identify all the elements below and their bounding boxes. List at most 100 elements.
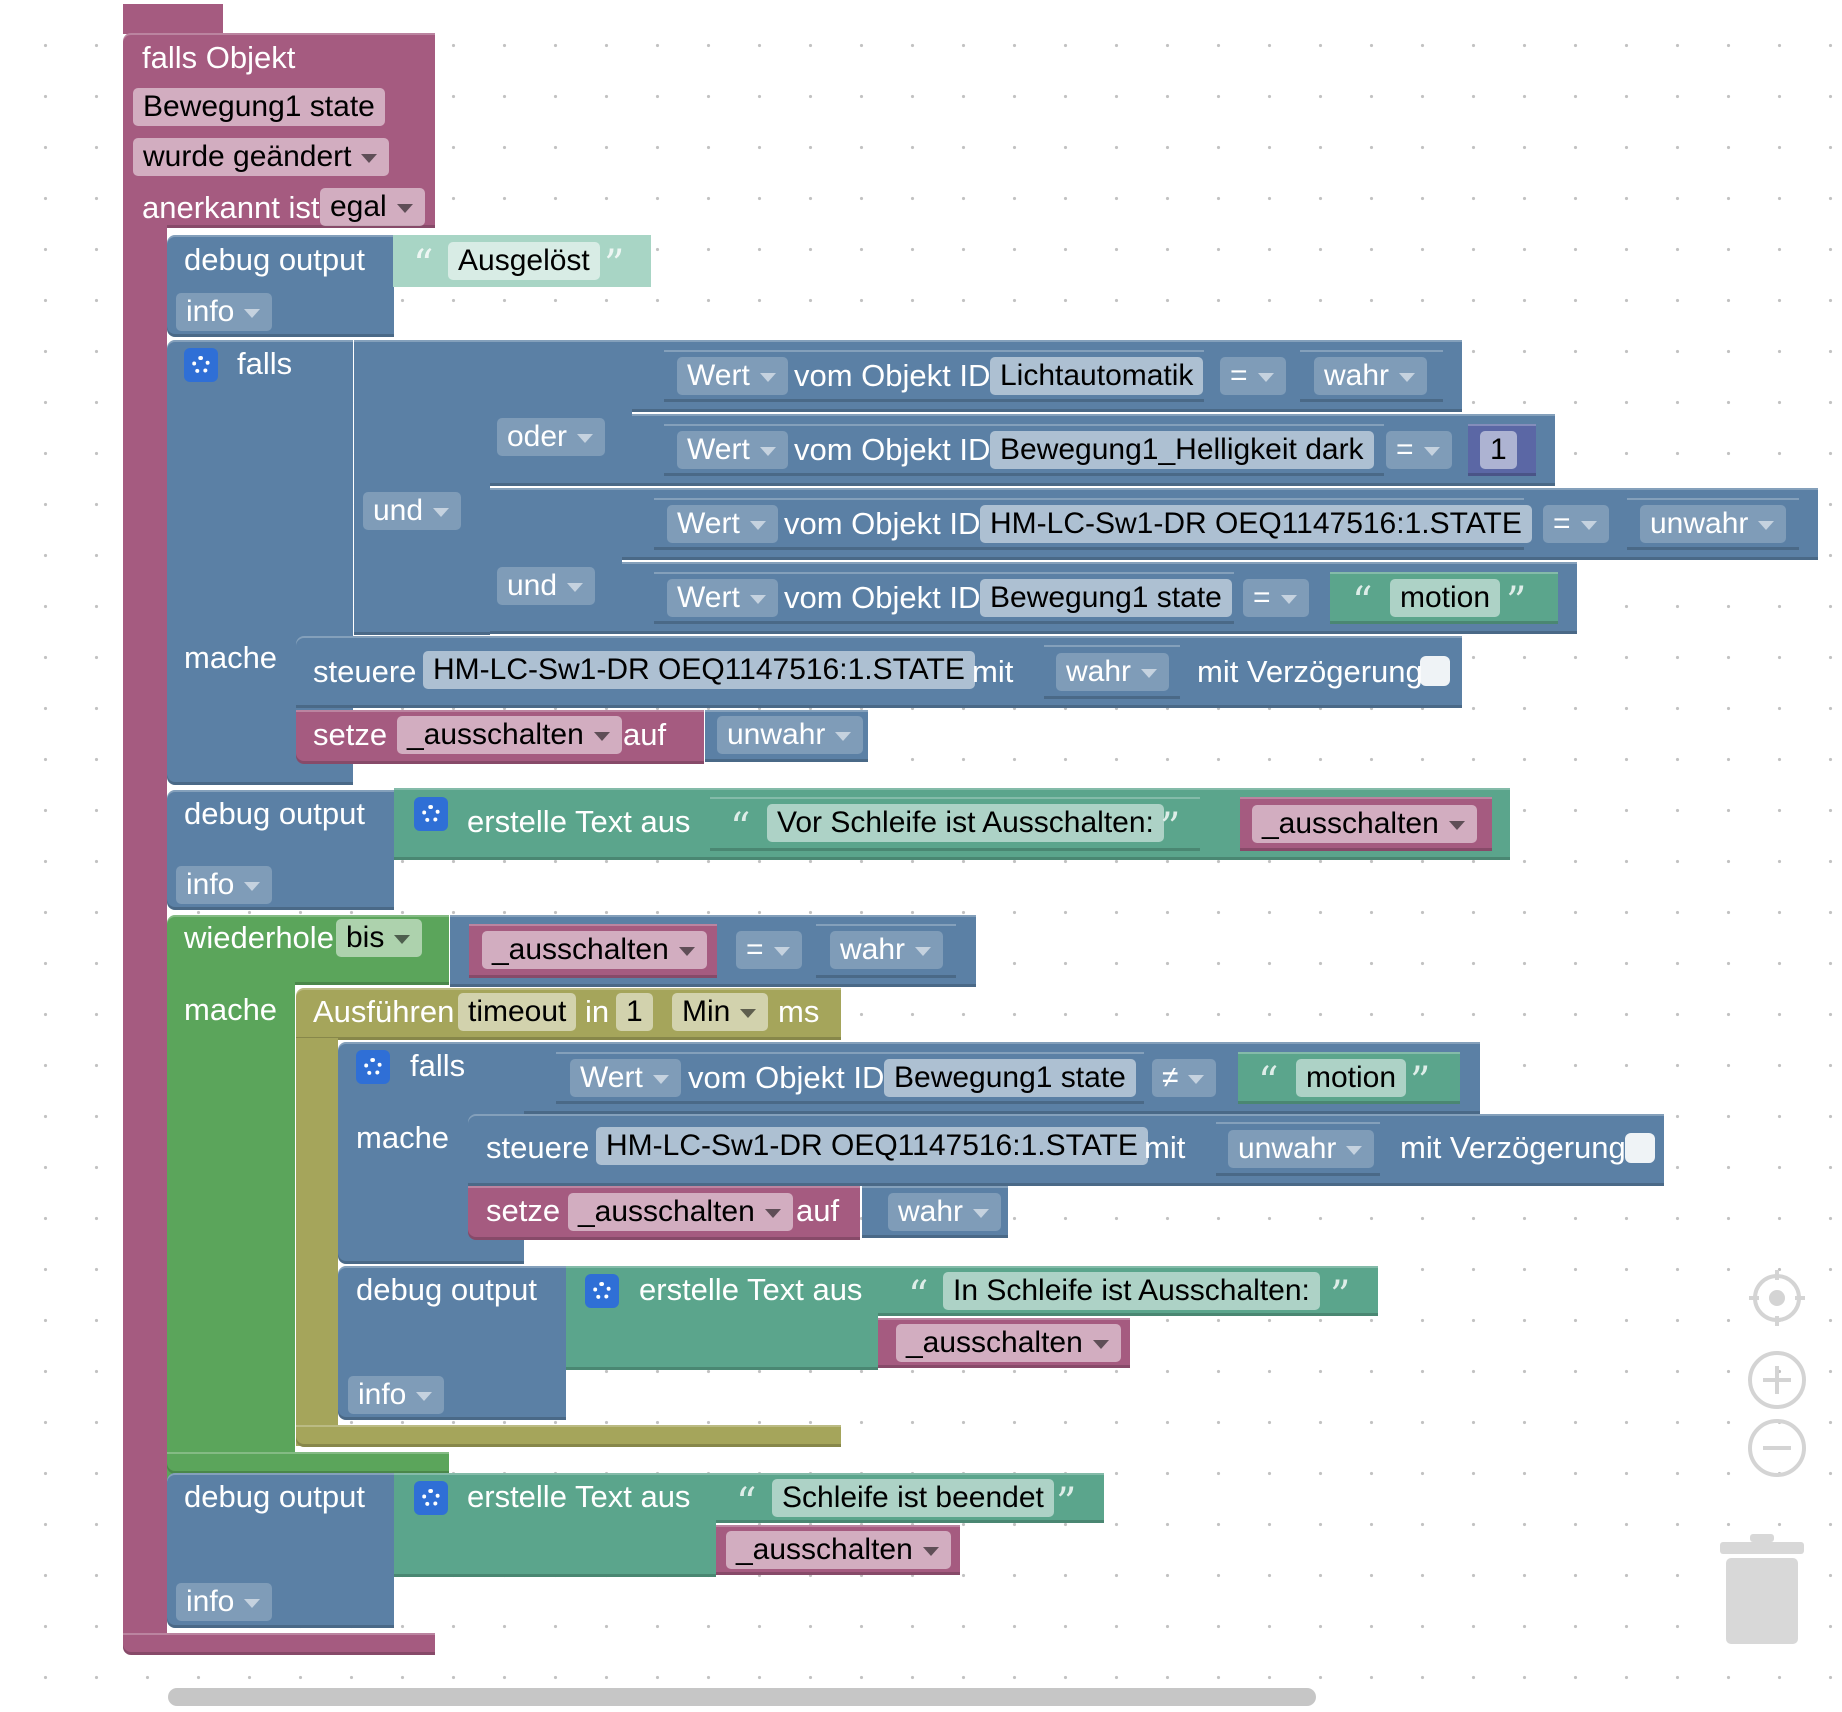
and-block[interactable]: [354, 340, 490, 635]
debug3-label: debug output: [184, 1479, 366, 1514]
event-ack-dropdown[interactable]: egal: [320, 188, 425, 226]
loop-debug-var-dropdown[interactable]: _ausschalten: [896, 1324, 1121, 1362]
control2-value-dropdown[interactable]: unwahr: [1228, 1130, 1375, 1168]
control2-delay-label: mit Verzögerung: [1400, 1130, 1626, 1165]
set2-var-dropdown[interactable]: _ausschalten: [568, 1193, 793, 1231]
if2-op-dropdown[interactable]: ≠: [1152, 1059, 1217, 1097]
if2-mutator-icon[interactable]: [356, 1050, 390, 1084]
control1-mit-label: mit: [972, 654, 1014, 689]
if2-id-field[interactable]: Bewegung1 state: [884, 1059, 1136, 1097]
cond2-wert-dropdown[interactable]: Wert: [677, 431, 788, 469]
cond3-id-field[interactable]: HM-LC-Sw1-DR OEQ1147516:1.STATE: [980, 505, 1532, 543]
timeout-ms-label: ms: [778, 994, 820, 1029]
debug3-var-dropdown[interactable]: _ausschalten: [726, 1531, 951, 1569]
loop-var-dropdown[interactable]: _ausschalten: [482, 931, 707, 969]
debug2-label: debug output: [184, 796, 366, 831]
if1-mutator-icon[interactable]: [184, 348, 218, 382]
cond3-wert-dropdown[interactable]: Wert: [667, 505, 778, 543]
or-block[interactable]: [490, 340, 632, 486]
debug3-mutator-icon[interactable]: [414, 1481, 448, 1515]
cond4-op-dropdown[interactable]: =: [1243, 579, 1309, 617]
debug3-level-dropdown[interactable]: info: [176, 1583, 273, 1621]
event-block-footer[interactable]: [123, 1633, 435, 1655]
loop-op-dropdown[interactable]: =: [736, 931, 802, 969]
cond1-wert-dropdown[interactable]: Wert: [677, 357, 788, 395]
and2-block[interactable]: [490, 488, 622, 634]
cond3-vom-label: vom Objekt ID: [784, 506, 981, 541]
control1-bool-block[interactable]: [1044, 645, 1180, 699]
control1-delay-checkbox[interactable]: [1420, 656, 1450, 686]
and2-operator-dropdown[interactable]: und: [497, 567, 596, 605]
control1-value-dropdown[interactable]: wahr: [1056, 653, 1170, 691]
cond1-vom-label: vom Objekt ID: [794, 358, 991, 393]
debug2-var-dropdown[interactable]: _ausschalten: [1252, 805, 1477, 843]
if1-falls-label: falls: [237, 346, 293, 381]
zoom-out-icon[interactable]: [1747, 1418, 1807, 1478]
loop-debug-mutator-icon[interactable]: [585, 1274, 619, 1308]
control2-delay-checkbox[interactable]: [1625, 1133, 1655, 1163]
target-icon[interactable]: [1747, 1268, 1807, 1328]
cond4-id-field[interactable]: Bewegung1 state: [980, 579, 1232, 617]
and-operator-dropdown[interactable]: und: [363, 492, 462, 530]
or-operator-dropdown[interactable]: oder: [497, 418, 606, 456]
timeout-block-spine[interactable]: [296, 1038, 338, 1446]
debug3-text-field[interactable]: Schleife ist beendet: [772, 1479, 1054, 1517]
debug1-text-field[interactable]: Ausgelöst: [448, 242, 600, 280]
cond4-text-field[interactable]: motion: [1390, 579, 1501, 617]
event-block-top-stub: [123, 4, 223, 34]
timeout-name-field[interactable]: timeout: [458, 993, 577, 1031]
set1-var-dropdown[interactable]: _ausschalten: [397, 716, 622, 754]
control1-label: steuere: [313, 654, 417, 689]
open-quote-icon: “: [1258, 1059, 1279, 1105]
cond1-id-field[interactable]: Lichtautomatik: [990, 357, 1204, 395]
event-block-spine[interactable]: [123, 220, 167, 1640]
set2-value-dropdown[interactable]: wahr: [888, 1193, 1002, 1231]
if2-wert-dropdown[interactable]: Wert: [570, 1059, 681, 1097]
debug3-block[interactable]: [167, 1473, 394, 1628]
cond2-id-field[interactable]: Bewegung1_Helligkeit dark: [990, 431, 1374, 469]
control1-delay-label: mit Verzögerung: [1197, 654, 1423, 689]
timeout-value-field[interactable]: 1: [616, 993, 653, 1031]
cond1-op-dropdown[interactable]: =: [1220, 357, 1286, 395]
if2-mache-label: mache: [356, 1120, 450, 1155]
if2-text-field[interactable]: motion: [1296, 1059, 1407, 1097]
event-mode-dropdown[interactable]: wurde geändert: [133, 138, 390, 176]
loop-block-footer[interactable]: [167, 1452, 449, 1474]
debug1-block[interactable]: [167, 235, 394, 337]
loop-debug-level-dropdown[interactable]: info: [348, 1376, 445, 1414]
cond3-op-dropdown[interactable]: =: [1543, 505, 1609, 543]
close-quote-icon: ”: [604, 242, 625, 288]
timeout-unit-dropdown[interactable]: Min: [672, 993, 769, 1031]
cond2-number-field[interactable]: 1: [1480, 431, 1517, 469]
zoom-in-icon[interactable]: [1747, 1350, 1807, 1410]
loop-bool-block[interactable]: [816, 924, 956, 978]
debug2-mutator-icon[interactable]: [414, 797, 448, 831]
cond4-wert-dropdown[interactable]: Wert: [667, 579, 778, 617]
control2-mit-label: mit: [1144, 1130, 1186, 1165]
close-quote-icon: ”: [1506, 579, 1527, 625]
debug2-level-dropdown[interactable]: info: [176, 866, 273, 904]
cond3-value-dropdown[interactable]: unwahr: [1640, 505, 1787, 543]
control2-id-field[interactable]: HM-LC-Sw1-DR OEQ1147516:1.STATE: [596, 1127, 1148, 1165]
event-title: falls Objekt: [142, 40, 296, 75]
loop-value-dropdown[interactable]: wahr: [830, 931, 944, 969]
cond1-value-dropdown[interactable]: wahr: [1314, 357, 1428, 395]
trash-icon[interactable]: [1720, 1534, 1804, 1646]
debug1-level-dropdown[interactable]: info: [176, 293, 273, 331]
horizontal-scrollbar[interactable]: [168, 1688, 1316, 1706]
control1-id-field[interactable]: HM-LC-Sw1-DR OEQ1147516:1.STATE: [423, 651, 975, 689]
event-object-field[interactable]: Bewegung1 state: [133, 88, 385, 126]
loop-debug-block[interactable]: [338, 1266, 566, 1420]
debug2-text-field[interactable]: Vor Schleife ist Ausschalten:: [767, 804, 1164, 842]
cond2-op-dropdown[interactable]: =: [1386, 431, 1452, 469]
cond1-bool-block[interactable]: [1300, 350, 1443, 402]
open-quote-icon: “: [413, 242, 434, 288]
loop-mode-dropdown[interactable]: bis: [336, 919, 423, 957]
debug2-block[interactable]: [167, 790, 394, 910]
timeout-block-footer[interactable]: [296, 1425, 841, 1447]
loop-debug-text-field[interactable]: In Schleife ist Ausschalten:: [943, 1272, 1320, 1310]
loop-debug-create-label: erstelle Text aus: [639, 1272, 863, 1307]
set1-value-dropdown[interactable]: unwahr: [717, 716, 864, 754]
loop-block-spine[interactable]: [167, 980, 295, 1480]
